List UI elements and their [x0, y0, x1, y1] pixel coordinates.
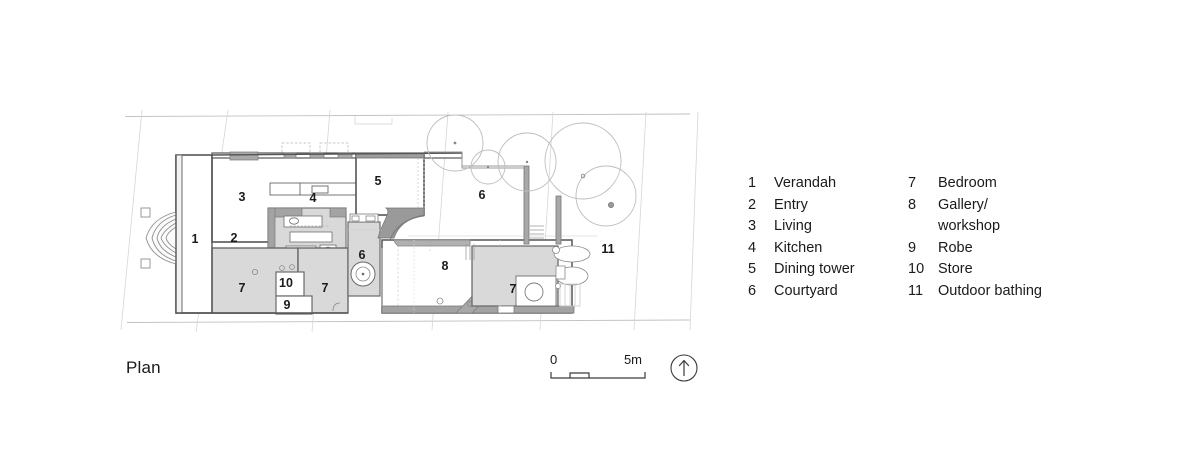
courtyard-wall-thin: [424, 151, 524, 169]
label-8: 8: [442, 259, 449, 273]
legend-column-right: 7 Bedroom 8 Gallery/ workshop 9 Robe 10: [908, 173, 1078, 302]
plan-caption: Plan: [126, 358, 161, 377]
kitchen-bench: [269, 182, 361, 196]
legend-label: Verandah: [774, 175, 837, 191]
legend-item: 9 Robe: [908, 238, 1078, 260]
legend-label: Living: [774, 218, 812, 234]
label-7-right: 7: [510, 282, 517, 296]
label-2: 2: [231, 231, 238, 245]
label-5: 5: [375, 174, 382, 188]
legend-number: 10: [908, 261, 925, 277]
legend-number: 4: [748, 239, 757, 256]
room-dining-tower: [355, 152, 425, 216]
legend-label: Bedroom: [938, 175, 997, 191]
curved-wall: [377, 207, 471, 247]
legend-column-left: 1 Verandah 2 Entry 3 Living 4 Kitchen 5: [748, 173, 908, 302]
legend-label: Outdoor bathing: [938, 282, 1042, 299]
floor-plan-drawing: 1 2 3 4 5 6 6 7 7 7 8 9 10 11: [120, 109, 699, 333]
label-9: 9: [284, 298, 291, 312]
tree-centres: [453, 141, 615, 208]
legend-number: 8: [908, 196, 917, 213]
label-6-small: 6: [359, 248, 366, 262]
legend-item: 11 Outdoor bathing: [908, 281, 1078, 303]
scale-end-label: 5m: [624, 352, 642, 367]
legend-item: 10 Store: [908, 259, 1078, 281]
legend-number: 3: [748, 218, 757, 234]
legend-number: 1: [748, 175, 757, 191]
legend-label: Courtyard: [774, 282, 838, 299]
courtyard-steps: [530, 225, 544, 239]
legend-item: 2 Entry: [748, 195, 908, 217]
scale-bar-graphic: [550, 372, 646, 379]
legend-label: workshop: [938, 218, 1001, 234]
legend-number: 7: [908, 175, 917, 191]
legend-label: Entry: [774, 196, 808, 213]
label-3: 3: [239, 190, 246, 204]
label-7-mid: 7: [322, 281, 329, 295]
label-11: 11: [601, 242, 614, 256]
gallery-dotted-grid: [413, 240, 501, 313]
gallery-steps: [465, 244, 475, 260]
legend-number: 2: [748, 196, 757, 213]
label-10: 10: [279, 276, 293, 290]
north-arrow-icon: [668, 352, 700, 384]
legend-item: 8 Gallery/: [908, 195, 1078, 217]
legend-item: 1 Verandah: [748, 173, 908, 195]
label-1: 1: [192, 232, 199, 246]
legend-number: 11: [908, 282, 924, 299]
tree-canopies: [426, 114, 637, 227]
label-6-court: 6: [479, 188, 486, 202]
room-bedroom-right: [471, 245, 559, 314]
scale-bar: 0 5m: [548, 352, 658, 386]
label-7-left: 7: [239, 281, 246, 295]
room-store-robe: [275, 264, 313, 315]
entry-steps: [140, 207, 177, 269]
legend-label: Robe: [938, 239, 973, 256]
legend-item: 3 Living: [748, 216, 908, 238]
legend-item: 4 Kitchen: [748, 238, 908, 260]
legend-item: 7 Bedroom: [908, 173, 1078, 195]
legend-label: Kitchen: [774, 239, 823, 256]
legend-item: 6 Courtyard: [748, 281, 908, 303]
courtyard-small: [347, 213, 381, 297]
misc-detail-lines: [348, 116, 393, 306]
outdoor-bathing-fixtures: [552, 245, 591, 289]
plan-number-labels: 1 2 3 4 5 6 6 7 7 7 8 9 10 11: [192, 174, 615, 312]
scale-start-label: 0: [550, 352, 557, 367]
legend-label: Store: [938, 261, 973, 277]
courtyard-walls: [523, 165, 562, 245]
legend-item: 5 Dining tower: [748, 259, 908, 281]
legend-number: 6: [748, 282, 757, 299]
site-boundary: [124, 113, 691, 323]
house-envelope: [175, 152, 463, 314]
outdoor-bathing-deck: [559, 283, 581, 307]
legend-label: Dining tower: [774, 261, 855, 277]
legend-number: 5: [748, 261, 757, 277]
label-4: 4: [310, 191, 317, 205]
legend-number: 9: [908, 239, 917, 256]
legend-label: Gallery/: [938, 196, 988, 213]
legend-item-continuation: workshop: [908, 216, 1078, 238]
plan-legend: 1 Verandah 2 Entry 3 Living 4 Kitchen 5: [748, 173, 1078, 302]
